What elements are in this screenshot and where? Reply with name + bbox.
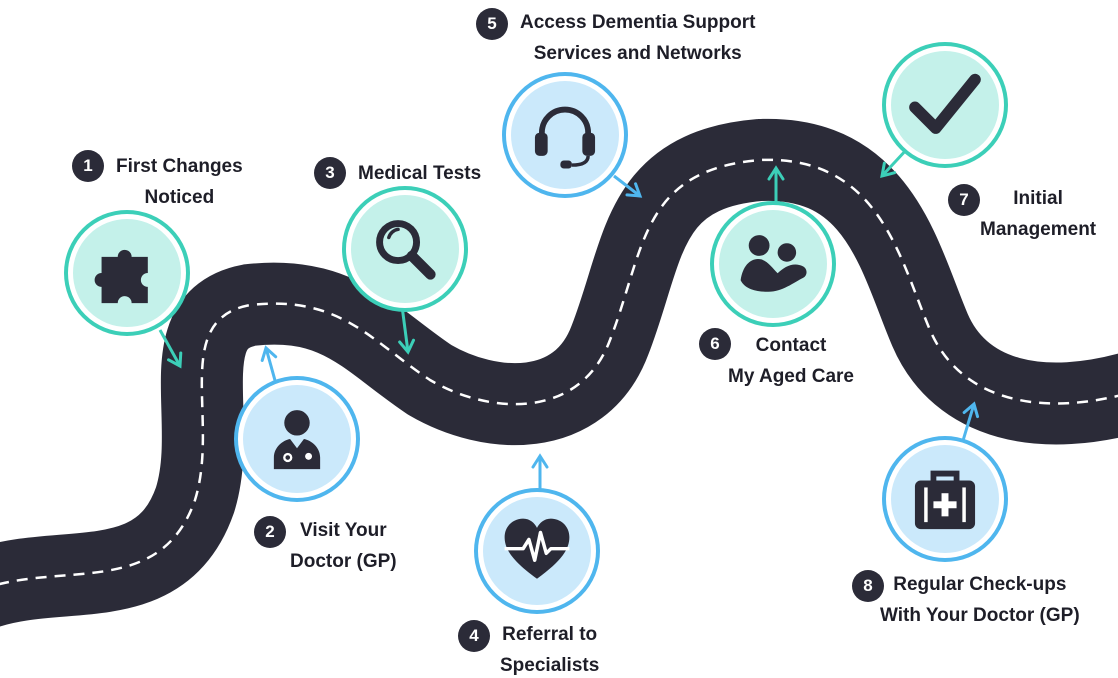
step-4-label: Referral to Specialists — [500, 624, 600, 676]
medical-kit-icon — [914, 470, 976, 530]
road-center-dashes — [0, 158, 1118, 586]
connector-line-7 — [880, 146, 910, 178]
step-7-label: Initial Management — [980, 188, 1097, 240]
connector-arrowhead-8 — [962, 401, 980, 419]
step-6-label: Contact My Aged Care — [728, 335, 854, 387]
step-1-icon-circle — [68, 214, 186, 332]
step-8-badge: 8 — [852, 570, 884, 602]
connector-arrowhead-1 — [167, 351, 183, 369]
connector-arrowhead-3 — [398, 338, 416, 355]
connector-line-3 — [400, 305, 410, 353]
step-4-icon-circle — [478, 492, 596, 610]
step-6-icon-circle — [714, 205, 832, 323]
connector-line-1 — [158, 329, 182, 367]
connector-arrowhead-4 — [531, 453, 549, 469]
step-7-icon-circle — [886, 46, 1004, 164]
step-5-icon-circle — [506, 76, 624, 194]
step-8-icon-circle — [886, 440, 1004, 558]
step-3-badge: 3 — [314, 157, 346, 189]
step-3-label: Medical Tests — [358, 163, 482, 184]
connector-line-5 — [613, 174, 641, 198]
step-2-badge: 2 — [254, 516, 286, 548]
step-8-label: Regular Check-ups With Your Doctor (GP) — [880, 574, 1080, 626]
doctor-icon — [273, 410, 321, 470]
step-1-label: First Changes Noticed — [116, 156, 243, 208]
step-1-badge: 1 — [72, 150, 104, 182]
step-7-badge: 7 — [948, 184, 980, 216]
step-5-label: Access Dementia Support Services and Net… — [520, 12, 756, 64]
magnifier-icon — [376, 220, 436, 280]
connector-arrowhead-5 — [625, 182, 643, 198]
connector-arrows — [158, 146, 980, 496]
connector-arrowhead-2 — [260, 345, 278, 362]
puzzle-icon — [94, 249, 148, 304]
connector-arrowhead-6 — [767, 165, 785, 181]
step-3-icon-circle — [346, 190, 464, 308]
headset-icon — [534, 106, 596, 169]
connector-line-2 — [264, 347, 278, 385]
step-6-badge: 6 — [699, 328, 731, 360]
step-4-badge: 4 — [458, 620, 490, 652]
people-icon — [740, 235, 807, 292]
step-2-icon-circle — [238, 380, 356, 498]
step-5-badge: 5 — [476, 8, 508, 40]
step-2-label: Visit Your Doctor (GP) — [290, 520, 397, 572]
connector-arrowhead-7 — [880, 161, 897, 179]
checkmark-icon — [909, 73, 981, 134]
connector-line-8 — [960, 403, 976, 445]
heartbeat-icon — [504, 518, 570, 579]
